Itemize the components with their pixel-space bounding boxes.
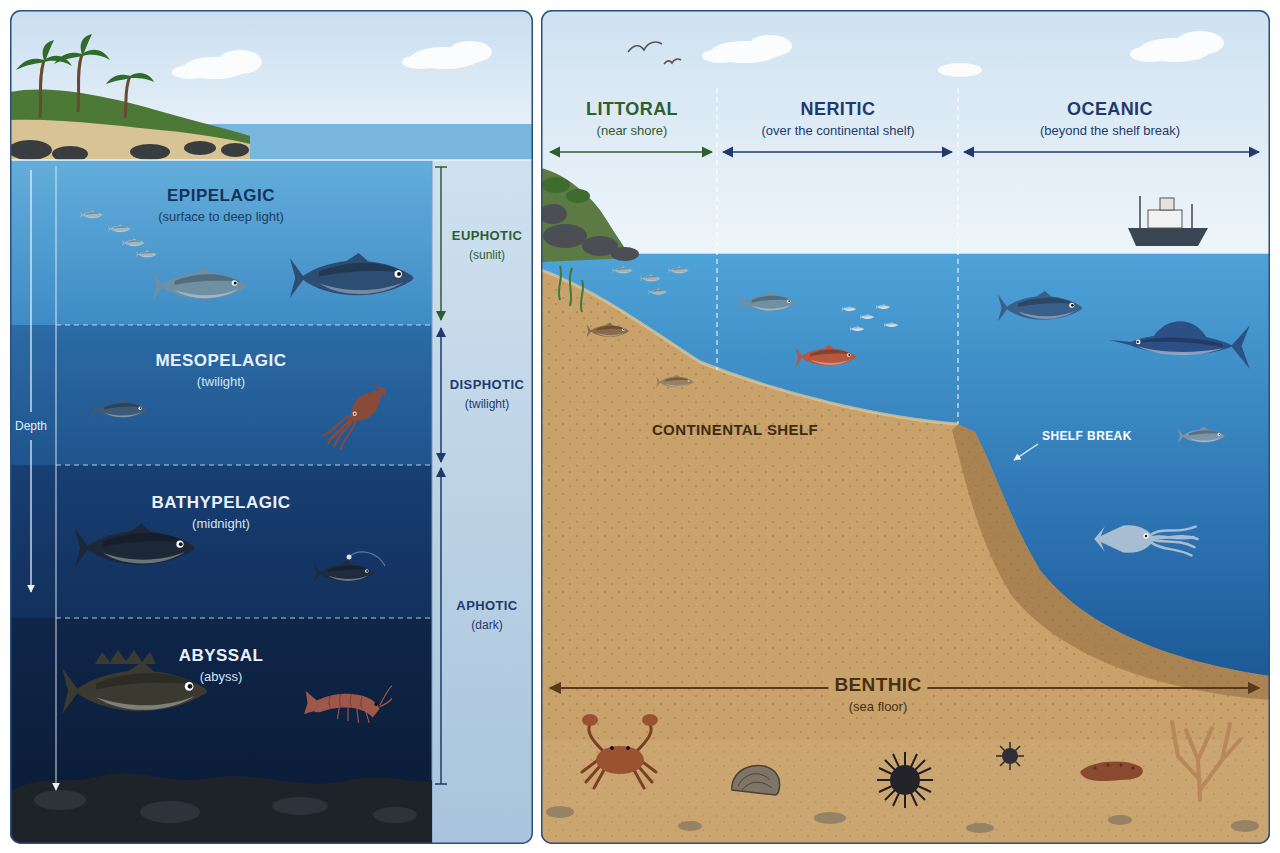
ship bbox=[1128, 196, 1208, 246]
depth-zone-band: MESOPELAGIC (twilight) bbox=[10, 325, 432, 465]
depth-zone-band: ABYSSAL (abyss) bbox=[10, 618, 432, 843]
continental-shelf bbox=[541, 270, 1270, 843]
sea bbox=[541, 253, 1270, 843]
light-zone-note: (sunlit) bbox=[469, 248, 505, 262]
panel-border bbox=[11, 11, 533, 844]
bathypelagic-water bbox=[10, 465, 432, 618]
shelf-animals bbox=[587, 266, 899, 388]
clouds bbox=[172, 41, 492, 79]
zone-note: (near shore) bbox=[597, 123, 668, 139]
bathypelagic-animals bbox=[75, 524, 385, 583]
island bbox=[10, 34, 250, 162]
callout-label: SHELF BREAK bbox=[1042, 429, 1132, 443]
zone-note: (midnight) bbox=[192, 516, 250, 532]
zone-name: NERITIC bbox=[801, 99, 876, 121]
region-name: BENTHIC bbox=[828, 674, 927, 697]
zone-name: OCEANIC bbox=[1067, 99, 1153, 121]
region-name: CONTINENTAL SHELF bbox=[652, 421, 818, 439]
clouds bbox=[702, 31, 1224, 77]
seagulls bbox=[628, 42, 681, 64]
axis-label: Depth bbox=[15, 419, 47, 433]
sky bbox=[541, 10, 1270, 255]
depth-panel bbox=[10, 10, 532, 843]
ocean-animals bbox=[998, 291, 1250, 556]
zone-note: (surface to deep light) bbox=[158, 209, 284, 225]
panel-border bbox=[542, 11, 1270, 844]
leader-line bbox=[1014, 444, 1038, 460]
water-line bbox=[541, 252, 1270, 254]
mesopelagic-animals bbox=[91, 380, 394, 453]
depth-zone-band: EPIPELAGIC (surface to deep light) bbox=[10, 160, 432, 325]
light-zone-column bbox=[432, 160, 532, 843]
seaweed bbox=[559, 266, 583, 312]
zone-name: LITTORAL bbox=[586, 99, 678, 121]
rocks bbox=[34, 790, 417, 823]
zone-note: (twilight) bbox=[197, 374, 245, 390]
mesopelagic-water bbox=[10, 325, 432, 465]
light-zone-name: EUPHOTIC bbox=[452, 228, 522, 244]
zone-name: BATHYPELAGIC bbox=[152, 493, 291, 513]
zone-note: (over the continental shelf) bbox=[761, 123, 914, 139]
zone-panel bbox=[541, 10, 1270, 843]
depth-arrow bbox=[31, 166, 56, 790]
seabed-rocks bbox=[10, 773, 432, 843]
epipelagic-water bbox=[10, 160, 432, 325]
column-divider bbox=[432, 160, 433, 843]
zone-note: (beyond the shelf break) bbox=[1040, 123, 1180, 139]
light-zone-note: (twilight) bbox=[465, 397, 510, 411]
zone-name: MESOPELAGIC bbox=[155, 351, 286, 371]
zone-note: (abyss) bbox=[200, 669, 243, 685]
light-zone-name: DISPHOTIC bbox=[450, 377, 524, 393]
benthic-animals bbox=[546, 714, 1259, 833]
coast bbox=[541, 168, 639, 262]
water-line bbox=[10, 159, 532, 161]
depth-zone-band: BATHYPELAGIC (midnight) bbox=[10, 465, 432, 618]
zone-name: EPIPELAGIC bbox=[167, 186, 275, 206]
region-note: (sea floor) bbox=[849, 699, 908, 715]
zone-arrows bbox=[550, 151, 1259, 153]
light-zone-note: (dark) bbox=[471, 618, 502, 632]
sky bbox=[10, 10, 532, 160]
zone-separators bbox=[56, 325, 432, 618]
zone-dividers bbox=[717, 88, 958, 424]
light-brackets bbox=[435, 167, 447, 784]
abyssal-water bbox=[10, 618, 432, 843]
light-zone-name: APHOTIC bbox=[456, 598, 517, 614]
zone-name: ABYSSAL bbox=[179, 646, 264, 666]
